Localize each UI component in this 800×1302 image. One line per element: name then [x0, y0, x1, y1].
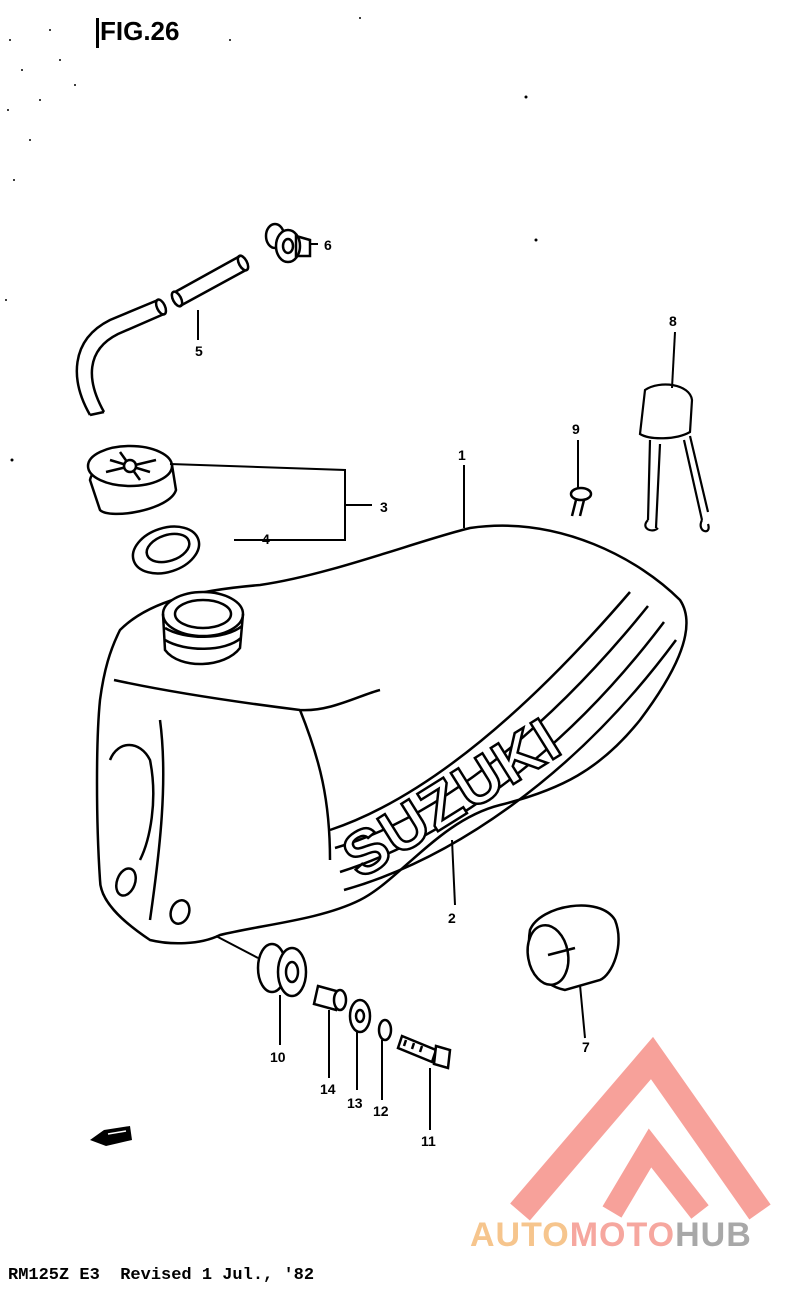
callout-7: 7	[582, 1039, 590, 1055]
fwd-arrow-icon	[90, 1126, 132, 1146]
callout-11: 11	[421, 1133, 436, 1149]
tank-brand-text: SUZUKI	[331, 705, 573, 892]
callout-5: 5	[195, 343, 203, 359]
callout-numbers: 1 2 3 4 5 6 7 8 9 10 11 12 13 14	[195, 237, 677, 1149]
collar-part-14	[312, 984, 348, 1012]
callout-1: 1	[458, 447, 466, 463]
callout-12: 12	[373, 1103, 389, 1119]
band-bolt	[569, 486, 593, 517]
figure-title-bar	[96, 18, 99, 48]
hose-clamp	[264, 222, 312, 264]
callout-8: 8	[669, 313, 677, 329]
callout-14: 14	[320, 1081, 336, 1097]
callout-6: 6	[324, 237, 332, 253]
automotohub-logo-icon	[510, 1036, 771, 1221]
lock-washer-part-12	[377, 1018, 393, 1042]
callout-13: 13	[347, 1095, 363, 1111]
cap-gasket	[131, 525, 201, 575]
bolt-part-11	[396, 1034, 452, 1070]
callout-9: 9	[572, 421, 580, 437]
watermark-part-hub: HUB	[675, 1216, 752, 1254]
figure-title: FIG.26	[100, 16, 180, 46]
tank-cushion	[526, 904, 620, 992]
watermark-part-moto: MOTO	[569, 1216, 676, 1254]
leader-lines	[169, 243, 676, 1130]
suzuki-emblem: SUZUKI	[330, 703, 575, 893]
callout-2: 2	[448, 910, 456, 926]
watermark-text: AUTOMOTOHUB	[470, 1216, 752, 1255]
grommet-part-10	[256, 942, 308, 998]
callout-4: 4	[262, 531, 270, 547]
callout-10: 10	[270, 1049, 286, 1065]
fuel-tank	[95, 524, 688, 945]
footer-revision-text: RM125Z E3 Revised 1 Jul., '82	[8, 1266, 315, 1285]
watermark-part-auto: AUTO	[470, 1216, 570, 1254]
breather-hose	[75, 254, 250, 417]
scan-noise	[5, 17, 538, 462]
washer-part-13	[348, 998, 372, 1034]
fuel-cap	[86, 444, 178, 516]
callout-3: 3	[380, 499, 388, 515]
tank-band	[638, 383, 710, 533]
